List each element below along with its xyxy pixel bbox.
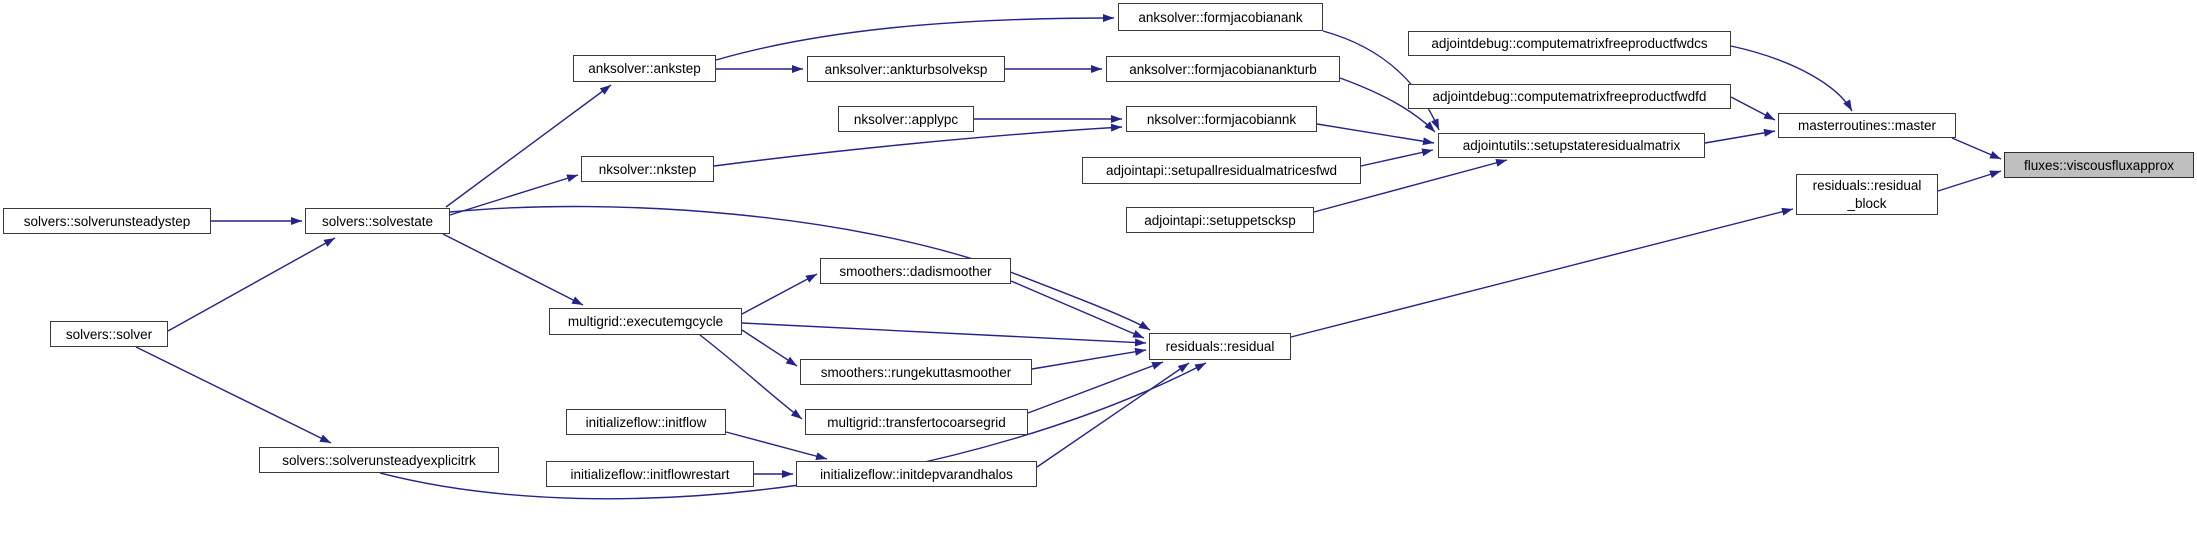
edge-executemgcycle-transfertocoarsegrid <box>699 334 803 420</box>
edge-transfertocoarsegrid-residual <box>1027 361 1164 414</box>
node-solver[interactable]: solvers::solver <box>50 321 168 347</box>
node-residual-block[interactable]: residuals::residual _block <box>1796 174 1938 215</box>
edge-solverunsteadyexplicitrk-residual <box>379 362 1207 500</box>
edge-ankstep-formjacobianank <box>715 14 1115 61</box>
edge-executemgcycle-dadismoother <box>741 273 818 315</box>
edge-solvestate-nkstep <box>449 174 579 216</box>
edge-executemgcycle-rungekuttasmoother <box>741 329 798 367</box>
node-viscousfluxapprox[interactable]: fluxes::viscousfluxapprox <box>2004 152 2194 178</box>
edge-computematrixfreeproductfwdcs-master <box>1730 45 1853 112</box>
node-setuppetscksp[interactable]: adjointapi::setuppetscksp <box>1126 207 1314 233</box>
node-ankturbsolveksp[interactable]: anksolver::ankturbsolveksp <box>807 56 1005 82</box>
node-computematrixfreeproductfwdfd[interactable]: adjointdebug::computematrixfreeproductfw… <box>1408 84 1731 109</box>
edge-rungekuttasmoother-residual <box>1031 347 1147 370</box>
edge-formjacobianank-setupstateresidualmatrix <box>1322 30 1440 131</box>
edge-setupstateresidualmatrix-master <box>1704 128 1776 144</box>
node-rungekuttasmoother[interactable]: smoothers::rungekuttasmoother <box>800 359 1032 385</box>
node-solvestate[interactable]: solvers::solvestate <box>305 208 450 234</box>
edge-solvestate-residual <box>449 205 1151 331</box>
node-executemgcycle[interactable]: multigrid::executemgcycle <box>549 308 742 335</box>
node-initflow[interactable]: initializeflow::initflow <box>566 409 726 435</box>
edge-residual_block-viscousfluxapprox <box>1937 170 2002 192</box>
edge-nkstep-formjacobiannk <box>713 123 1123 167</box>
node-solverunsteadyexplicitrk[interactable]: solvers::solverunsteadyexplicitrk <box>259 447 499 473</box>
edge-initflow-initdepvarandhalos <box>725 431 828 461</box>
node-solverunsteadystep[interactable]: solvers::solverunsteadystep <box>3 208 211 234</box>
edge-setuppetscksp-setupstateresidualmatrix <box>1313 158 1508 213</box>
node-initflowrestart[interactable]: initializeflow::initflowrestart <box>546 461 754 487</box>
edge-solver-solvestate <box>167 237 336 332</box>
edge-formjacobianankturb-setupstateresidualmatrix <box>1339 77 1436 133</box>
node-setupallresidualmatricesfwd[interactable]: adjointapi::setupallresidualmatricesfwd <box>1082 157 1361 184</box>
edge-solver-solverunsteadyexplicitrk <box>135 346 332 444</box>
node-nkstep[interactable]: nksolver::nkstep <box>581 156 714 182</box>
node-applypc[interactable]: nksolver::applypc <box>838 106 974 132</box>
edge-initdepvarandhalos-residual <box>1036 362 1190 468</box>
edge-solvestate-ankstep <box>445 84 612 208</box>
node-residual[interactable]: residuals::residual <box>1149 333 1291 360</box>
node-setupstateresidualmatrix[interactable]: adjointutils::setupstateresidualmatrix <box>1438 133 1705 158</box>
edge-solvestate-executemgcycle <box>442 233 584 306</box>
edge-residual-residual_block <box>1290 207 1794 338</box>
edge-executemgcycle-residual <box>741 322 1147 347</box>
node-initdepvarandhalos[interactable]: initializeflow::initdepvarandhalos <box>796 461 1037 487</box>
node-master[interactable]: masterroutines::master <box>1778 113 1956 138</box>
edge-setupallresidualmatricesfwd-setupstateresidualmatrix <box>1360 148 1434 167</box>
node-ankstep[interactable]: anksolver::ankstep <box>573 55 716 82</box>
node-computematrixfreeproductfwdcs[interactable]: adjointdebug::computematrixfreeproductfw… <box>1408 31 1731 56</box>
node-formjacobiannk[interactable]: nksolver::formjacobiannk <box>1126 106 1317 132</box>
node-dadismoother[interactable]: smoothers::dadismoother <box>820 258 1011 284</box>
node-formjacobianankturb[interactable]: anksolver::formjacobianankturb <box>1106 56 1340 82</box>
node-transfertocoarsegrid[interactable]: multigrid::transfertocoarsegrid <box>805 409 1028 435</box>
edge-computematrixfreeproductfwdfd-master <box>1730 96 1776 121</box>
edge-formjacobiannk-setupstateresidualmatrix <box>1316 123 1435 146</box>
edge-master-viscousfluxapprox <box>1951 137 2002 160</box>
edge-dadismoother-residual <box>1010 280 1145 339</box>
node-formjacobianank[interactable]: anksolver::formjacobianank <box>1118 3 1323 31</box>
